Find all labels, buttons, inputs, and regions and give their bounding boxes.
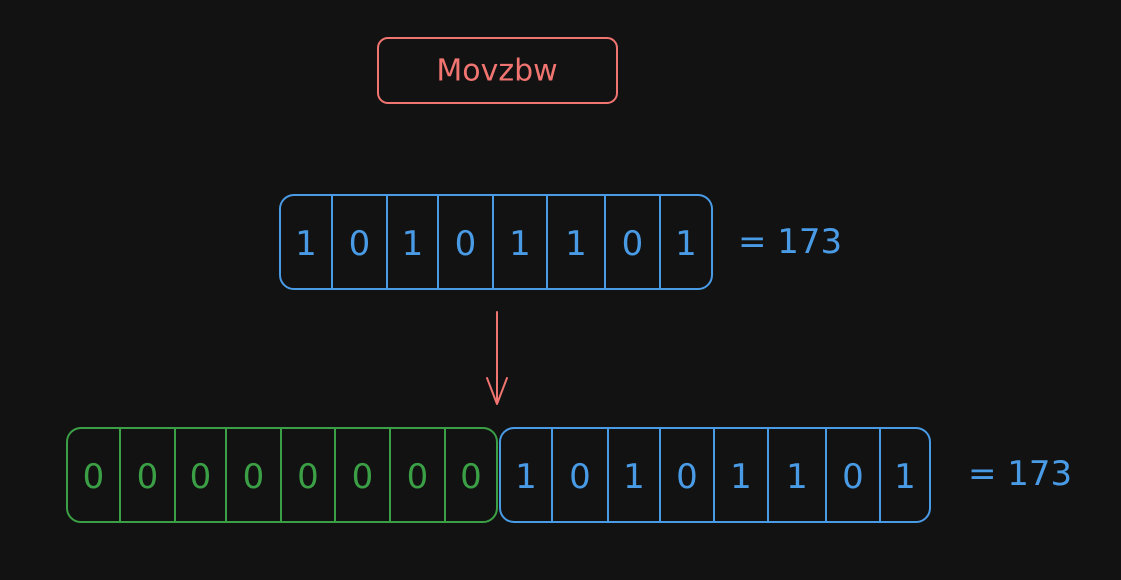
lower-byte-bit: 1: [515, 457, 537, 497]
source-byte-bit: 1: [565, 224, 587, 264]
lower-byte-bit: 1: [730, 457, 752, 497]
source-value-label: = 173: [738, 222, 842, 262]
source-byte-bit: 1: [509, 224, 531, 264]
upper-byte-bit: 0: [190, 457, 212, 497]
source-byte-bit: 0: [455, 224, 477, 264]
upper-byte-bit: 0: [243, 457, 265, 497]
upper-byte-bit: 0: [83, 457, 105, 497]
source-byte-bit: 1: [402, 224, 424, 264]
lower-byte-bit: 1: [786, 457, 808, 497]
source-byte-bit: 1: [295, 224, 317, 264]
source-byte-bit: 0: [349, 224, 371, 264]
source-byte-bit: 0: [622, 224, 644, 264]
lower-byte-bit: 0: [569, 457, 591, 497]
upper-byte-bit: 0: [352, 457, 374, 497]
source-byte-bit: 1: [675, 224, 697, 264]
title-border: [377, 37, 618, 104]
upper-byte-bit: 0: [407, 457, 429, 497]
down-arrow-icon: [486, 311, 508, 405]
lower-byte-bit: 0: [842, 457, 864, 497]
upper-byte-bit: 0: [460, 457, 482, 497]
upper-byte-bit: 0: [137, 457, 159, 497]
lower-byte-bit: 1: [623, 457, 645, 497]
upper-byte-bit: 0: [297, 457, 319, 497]
lower-byte-bit: 1: [894, 457, 916, 497]
title-label: Movzbw: [436, 54, 557, 89]
title-box: Movzbw: [377, 37, 618, 104]
lower-byte-bit: 0: [676, 457, 698, 497]
source-byte-border: [279, 194, 713, 290]
result-value-label: = 173: [968, 454, 1072, 494]
